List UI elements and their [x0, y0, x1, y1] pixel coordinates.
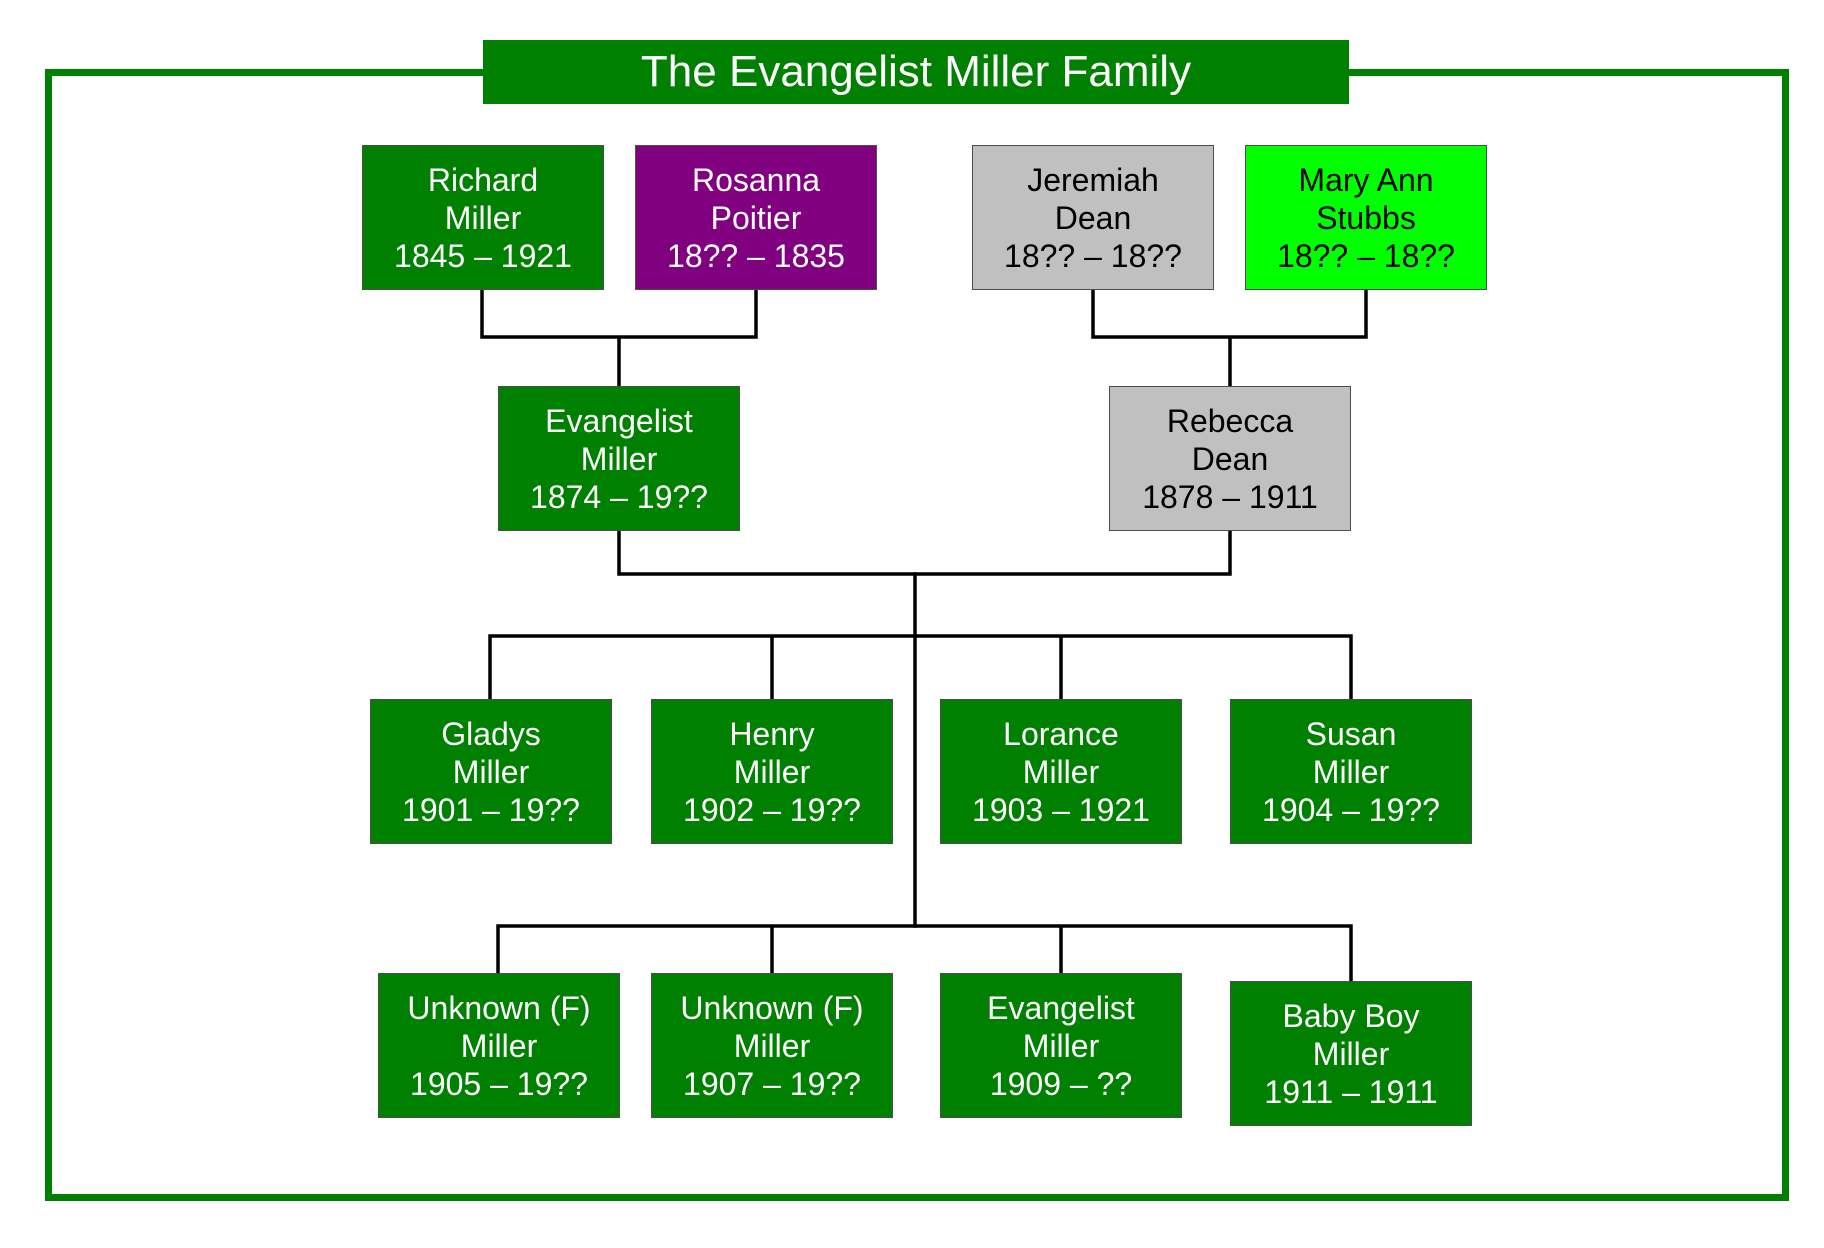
person-dates: 18?? – 18?? — [1277, 237, 1455, 274]
person-first-name: Richard — [427, 161, 539, 198]
person-dates: 1901 – 19?? — [402, 791, 580, 828]
person-last-name: Dean — [1191, 440, 1269, 477]
person-last-name: Miller — [460, 1027, 538, 1064]
person-last-name: Miller — [1312, 753, 1390, 790]
person-dates: 1902 – 19?? — [683, 791, 861, 828]
person-evangelist-miller-1909: Evangelist Miller 1909 – ?? — [940, 973, 1182, 1118]
person-richard-miller: Richard Miller 1845 – 1921 — [362, 145, 604, 290]
person-dates: 1907 – 19?? — [683, 1065, 861, 1102]
person-last-name: Poitier — [710, 199, 802, 236]
person-last-name: Miller — [733, 753, 811, 790]
person-first-name: Mary Ann — [1298, 161, 1434, 198]
person-evangelist-miller: Evangelist Miller 1874 – 19?? — [498, 386, 740, 531]
connector-miller-parents — [480, 288, 758, 388]
person-henry-miller: Henry Miller 1902 – 19?? — [651, 699, 893, 844]
person-last-name: Miller — [1312, 1035, 1390, 1072]
person-last-name: Miller — [1022, 753, 1100, 790]
connector-children-row2 — [496, 924, 1353, 983]
person-gladys-miller: Gladys Miller 1901 – 19?? — [370, 699, 612, 844]
person-first-name: Susan — [1305, 715, 1397, 752]
person-first-name: Unknown (F) — [407, 989, 591, 1026]
person-dates: 1845 – 1921 — [394, 237, 572, 274]
person-dates: 1911 – 1911 — [1264, 1073, 1438, 1110]
person-dates: 18?? – 18?? — [1004, 237, 1182, 274]
connector-children-row1 — [488, 634, 1353, 701]
person-first-name: Jeremiah — [1027, 161, 1159, 198]
person-last-name: Miller — [444, 199, 522, 236]
person-unknown-f-miller-1905: Unknown (F) Miller 1905 – 19?? — [378, 973, 620, 1118]
person-first-name: Lorance — [1003, 715, 1119, 752]
connector-marriage — [617, 529, 1232, 576]
person-dates: 18?? – 1835 — [667, 237, 845, 274]
person-mary-ann-stubbs: Mary Ann Stubbs 18?? – 18?? — [1245, 145, 1487, 290]
person-lorance-miller: Lorance Miller 1903 – 1921 — [940, 699, 1182, 844]
person-dates: 1904 – 19?? — [1262, 791, 1440, 828]
person-first-name: Baby Boy — [1282, 997, 1420, 1034]
person-first-name: Evangelist — [987, 989, 1135, 1026]
person-dates: 1878 – 1911 — [1142, 478, 1318, 515]
person-unknown-f-miller-1907: Unknown (F) Miller 1907 – 19?? — [651, 973, 893, 1118]
person-last-name: Dean — [1054, 199, 1132, 236]
person-susan-miller: Susan Miller 1904 – 19?? — [1230, 699, 1472, 844]
person-baby-boy-miller: Baby Boy Miller 1911 – 1911 — [1230, 981, 1472, 1126]
person-dates: 1909 – ?? — [989, 1065, 1133, 1102]
person-rebecca-dean: Rebecca Dean 1878 – 1911 — [1109, 386, 1351, 531]
person-first-name: Rebecca — [1166, 402, 1294, 439]
person-last-name: Miller — [1022, 1027, 1100, 1064]
person-first-name: Rosanna — [691, 161, 821, 198]
person-rosanna-poitier: Rosanna Poitier 18?? – 1835 — [635, 145, 877, 290]
person-first-name: Unknown (F) — [680, 989, 864, 1026]
person-dates: 1874 – 19?? — [530, 478, 708, 515]
person-last-name: Miller — [733, 1027, 811, 1064]
person-first-name: Gladys — [441, 715, 541, 752]
person-last-name: Miller — [580, 440, 658, 477]
person-first-name: Henry — [729, 715, 815, 752]
person-last-name: Stubbs — [1316, 199, 1416, 236]
person-jeremiah-dean: Jeremiah Dean 18?? – 18?? — [972, 145, 1214, 290]
diagram-title: The Evangelist Miller Family — [483, 40, 1349, 104]
person-last-name: Miller — [452, 753, 530, 790]
person-first-name: Evangelist — [545, 402, 693, 439]
person-dates: 1903 – 1921 — [972, 791, 1150, 828]
person-dates: 1905 – 19?? — [410, 1065, 588, 1102]
connector-dean-parents — [1091, 288, 1368, 388]
